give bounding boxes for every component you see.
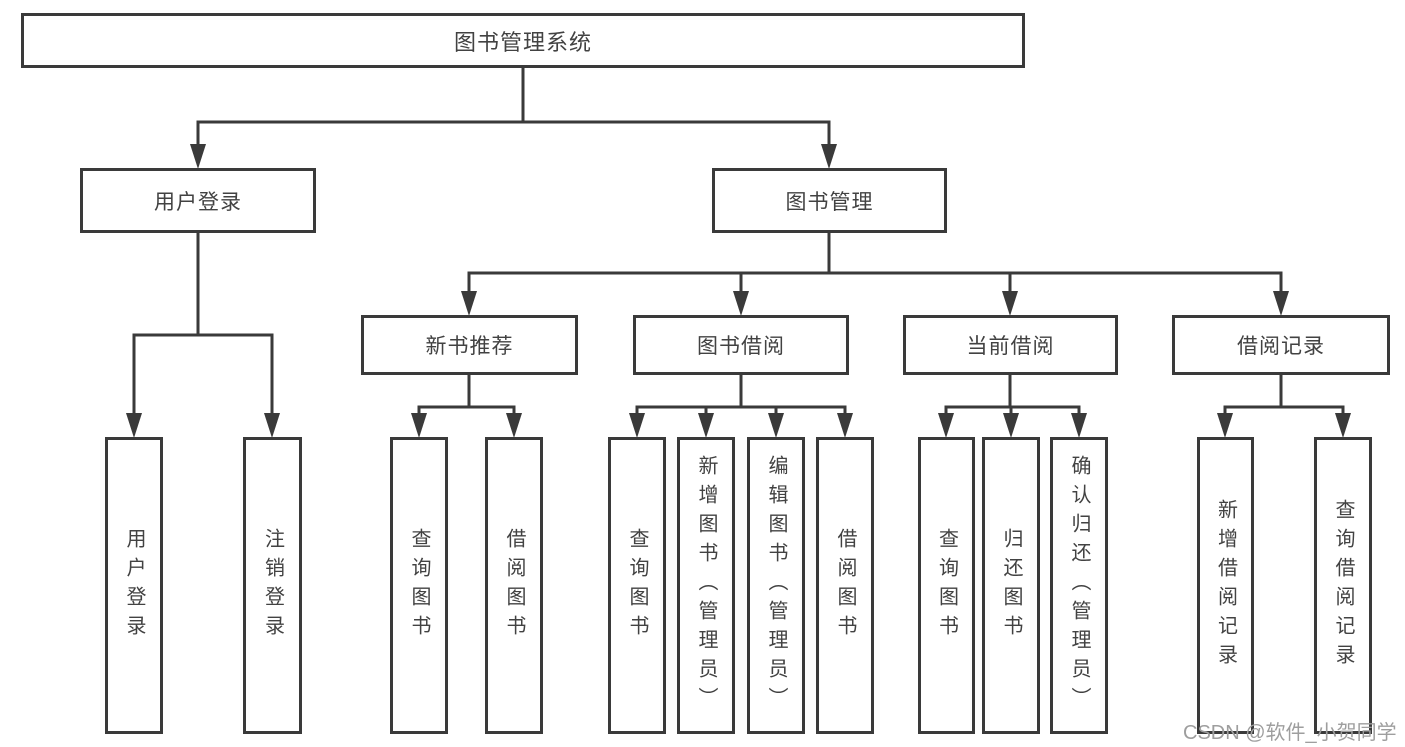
node-book-borrowing: 图书借阅 (633, 315, 849, 375)
leaf-query-books-recommend: 查询图书 (390, 437, 448, 734)
leaf-label: 注销登录 (261, 527, 284, 644)
node-label: 当前借阅 (966, 335, 1055, 358)
leaf-confirm-return-admin: 确认归还（管理员） (1050, 437, 1108, 734)
watermark: CSDN @软件_小贺同学 (1183, 722, 1397, 744)
leaf-query-books-current: 查询图书 (918, 437, 975, 734)
node-label: 图书借阅 (697, 335, 785, 358)
leaf-label: 借阅图书 (834, 527, 856, 644)
leaf-label: 确认归还（管理员） (1068, 455, 1090, 716)
leaf-label: 新增图书（管理员） (695, 455, 717, 716)
leaf-label: 用户登录 (123, 527, 145, 644)
node-book-management: 图书管理 (712, 168, 947, 233)
node-label: 新书推荐 (425, 335, 514, 358)
node-current-borrowing: 当前借阅 (903, 315, 1118, 375)
node-label: 借阅记录 (1237, 335, 1325, 358)
leaf-add-borrow-record: 新增借阅记录 (1197, 437, 1254, 734)
leaf-query-books-borrowing: 查询图书 (608, 437, 666, 734)
leaf-add-books-admin: 新增图书（管理员） (677, 437, 735, 734)
node-new-book-recommendation: 新书推荐 (361, 315, 578, 375)
leaf-label: 查询借阅记录 (1332, 498, 1354, 673)
node-label: 用户登录 (154, 190, 242, 214)
leaf-label: 借阅图书 (503, 527, 525, 644)
leaf-edit-books-admin: 编辑图书（管理员） (747, 437, 805, 734)
leaf-label: 查询图书 (935, 527, 958, 644)
leaf-label: 归还图书 (1000, 527, 1022, 644)
node-label: 图书管理 (785, 190, 874, 214)
leaf-logout: 注销登录 (243, 437, 302, 734)
node-user-login: 用户登录 (80, 168, 316, 233)
arrowheads (126, 144, 1351, 438)
leaf-label: 新增借阅记录 (1214, 498, 1237, 673)
leaf-label: 查询图书 (626, 527, 648, 644)
leaf-borrow-books-borrowing: 借阅图书 (816, 437, 874, 734)
leaf-borrow-books-recommend: 借阅图书 (485, 437, 543, 734)
leaf-query-borrow-record: 查询借阅记录 (1314, 437, 1372, 734)
node-borrowing-records: 借阅记录 (1172, 315, 1390, 375)
node-label: 图书管理系统 (453, 29, 592, 55)
leaf-return-books: 归还图书 (982, 437, 1040, 734)
leaf-label: 查询图书 (408, 527, 430, 644)
leaf-user-login: 用户登录 (105, 437, 163, 734)
node-library-management-system: 图书管理系统 (21, 13, 1025, 68)
leaf-label: 编辑图书（管理员） (765, 455, 787, 716)
